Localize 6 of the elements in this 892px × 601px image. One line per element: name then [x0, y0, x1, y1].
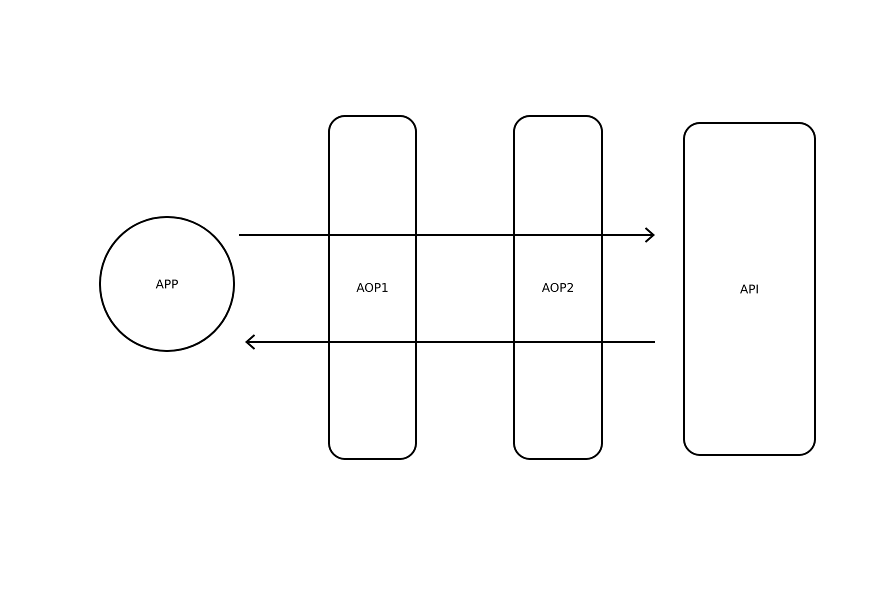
rounded-box: AOP2 [513, 114, 603, 460]
rounded-box: API [683, 122, 816, 456]
arrow [513, 227, 655, 243]
arrow [245, 334, 417, 350]
circle-node: APP [99, 216, 235, 352]
rounded-box: AOP1 [328, 114, 417, 460]
